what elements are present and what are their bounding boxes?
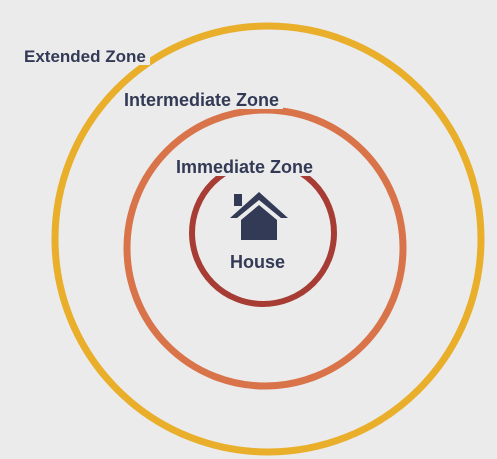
house-icon — [230, 192, 288, 240]
extended-zone-ring — [51, 22, 485, 456]
immediate-zone-label: Immediate Zone — [172, 158, 318, 176]
intermediate-zone-ring — [123, 106, 407, 390]
extended-zone-label: Extended Zone — [20, 48, 150, 65]
house-label: House — [230, 252, 286, 272]
intermediate-zone-label: Intermediate Zone — [120, 91, 284, 109]
